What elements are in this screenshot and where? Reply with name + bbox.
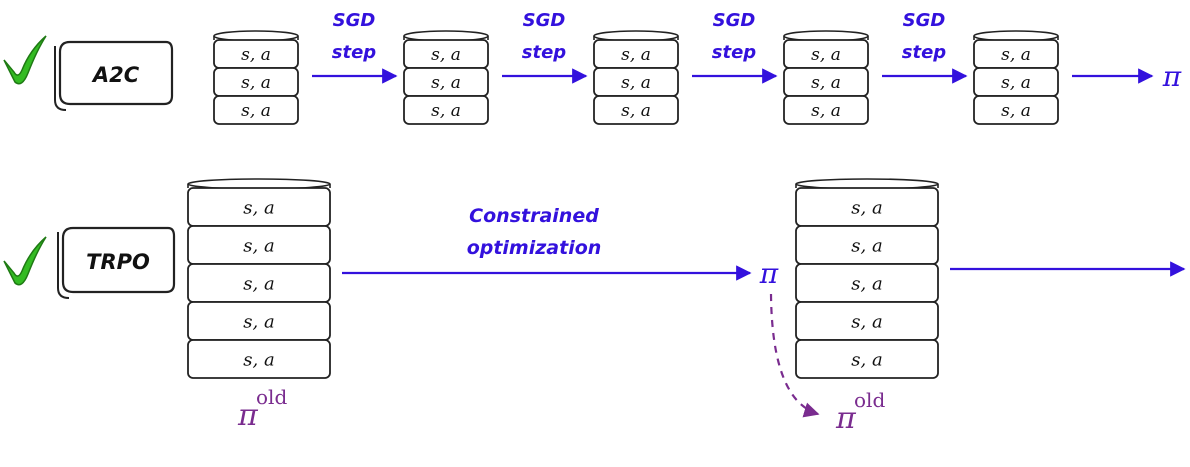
trpo-pi-old-under-batch: π old bbox=[237, 385, 287, 433]
sgd-step-label-line2: step bbox=[522, 42, 567, 63]
trpo-label: TRPO bbox=[86, 250, 150, 274]
trpo-pi-old-target: π old bbox=[835, 388, 885, 436]
batch-stack: s, a s, a s, a bbox=[213, 30, 299, 125]
batch-record: s, a bbox=[403, 95, 489, 125]
row-trpo: TRPO s, as, as, as, as, a s, as, as, as,… bbox=[3, 178, 1186, 436]
batch-record: s, a bbox=[187, 225, 331, 265]
record-label: s, a bbox=[1001, 73, 1031, 93]
checkmark-icon bbox=[3, 236, 47, 286]
batch-stack: s, a s, a s, a bbox=[403, 30, 489, 125]
batch-stack: s, a s, a s, a s, a s, a bbox=[795, 178, 939, 379]
batch-stack: s, a s, a s, a bbox=[783, 30, 869, 125]
record-label: s, a bbox=[811, 73, 841, 93]
record-label: s, a bbox=[621, 101, 651, 121]
batch-record: s, a bbox=[403, 39, 489, 69]
record-label: s, a bbox=[431, 45, 461, 65]
record-label: s, a bbox=[851, 235, 882, 256]
sgd-step-label-line2: step bbox=[902, 42, 947, 63]
a2c-sgd-steps: SGD step SGD step SGD step SGD step bbox=[312, 10, 968, 84]
pi-old-symbol: π bbox=[237, 398, 259, 433]
record-label: s, a bbox=[621, 45, 651, 65]
record-label: s, a bbox=[1001, 101, 1031, 121]
record-label: s, a bbox=[851, 197, 882, 218]
sgd-step-label-line1: SGD bbox=[713, 10, 756, 31]
batch-stack: s, a s, a s, a bbox=[973, 30, 1059, 125]
pi-old-superscript: old bbox=[256, 385, 287, 409]
a2c-output-pi: π bbox=[1162, 60, 1182, 93]
sgd-step: SGD step bbox=[502, 10, 588, 84]
record-label: s, a bbox=[243, 311, 274, 332]
batch-record: s, a bbox=[187, 187, 331, 227]
pi-old-target-superscript: old bbox=[854, 388, 885, 412]
record-label: s, a bbox=[621, 73, 651, 93]
batch-record: s, a bbox=[187, 263, 331, 303]
batch-record: s, a bbox=[783, 67, 869, 97]
record-label: s, a bbox=[241, 73, 271, 93]
batch-record: s, a bbox=[795, 301, 939, 341]
copy-policy-arrow bbox=[769, 293, 820, 418]
sgd-step-label-line2: step bbox=[332, 42, 377, 63]
record-label: s, a bbox=[1001, 45, 1031, 65]
batch-record: s, a bbox=[593, 39, 679, 69]
batch-record: s, a bbox=[213, 67, 299, 97]
batch-record: s, a bbox=[783, 39, 869, 69]
batch-record: s, a bbox=[795, 187, 939, 227]
batch-record: s, a bbox=[783, 95, 869, 125]
trpo-new-pi: π bbox=[759, 257, 779, 290]
batch-record: s, a bbox=[213, 39, 299, 69]
record-label: s, a bbox=[851, 273, 882, 294]
batch-record: s, a bbox=[403, 67, 489, 97]
record-label: s, a bbox=[431, 73, 461, 93]
a2c-label-box: A2C bbox=[54, 40, 174, 111]
batch-record: s, a bbox=[973, 67, 1059, 97]
a2c-label: A2C bbox=[91, 63, 140, 87]
record-label: s, a bbox=[243, 197, 274, 218]
batch-record: s, a bbox=[795, 225, 939, 265]
record-label: s, a bbox=[851, 311, 882, 332]
pi-old-target-symbol: π bbox=[835, 401, 857, 436]
batch-stack: s, a s, a s, a s, a s, a bbox=[187, 178, 331, 379]
record-label: s, a bbox=[243, 273, 274, 294]
record-label: s, a bbox=[811, 45, 841, 65]
batch-record: s, a bbox=[795, 339, 939, 379]
sgd-step: SGD step bbox=[312, 10, 398, 84]
batch-record: s, a bbox=[213, 95, 299, 125]
trpo-label-box: TRPO bbox=[57, 226, 176, 299]
sgd-step: SGD step bbox=[692, 10, 778, 84]
constrained-optimization-line1: Constrained bbox=[469, 205, 599, 227]
record-label: s, a bbox=[243, 235, 274, 256]
checkmark-icon bbox=[3, 35, 47, 85]
trpo-batch-new: s, a s, a s, a s, a s, a bbox=[795, 178, 939, 379]
sgd-step-label-line1: SGD bbox=[333, 10, 376, 31]
batch-record: s, a bbox=[973, 95, 1059, 125]
batch-record: s, a bbox=[593, 95, 679, 125]
record-label: s, a bbox=[241, 101, 271, 121]
constrained-optimization-line2: optimization bbox=[467, 237, 602, 259]
row-a2c: A2C s, as, as, as, as, as, as, as, as, a… bbox=[3, 10, 1182, 125]
batch-record: s, a bbox=[593, 67, 679, 97]
sgd-step-label-line1: SGD bbox=[903, 10, 946, 31]
sgd-step: SGD step bbox=[882, 10, 968, 84]
batch-record: s, a bbox=[187, 339, 331, 379]
a2c-batches: s, as, as, as, as, as, as, as, as, as, a… bbox=[213, 30, 1059, 125]
record-label: s, a bbox=[431, 101, 461, 121]
trpo-batch-old: s, a s, a s, a s, a s, a bbox=[187, 178, 331, 379]
batch-record: s, a bbox=[187, 301, 331, 341]
record-label: s, a bbox=[851, 349, 882, 370]
sgd-step-label-line2: step bbox=[712, 42, 757, 63]
record-label: s, a bbox=[811, 101, 841, 121]
record-label: s, a bbox=[241, 45, 271, 65]
sgd-step-label-line1: SGD bbox=[523, 10, 566, 31]
batch-record: s, a bbox=[795, 263, 939, 303]
record-label: s, a bbox=[243, 349, 274, 370]
batch-record: s, a bbox=[973, 39, 1059, 69]
batch-stack: s, a s, a s, a bbox=[593, 30, 679, 125]
